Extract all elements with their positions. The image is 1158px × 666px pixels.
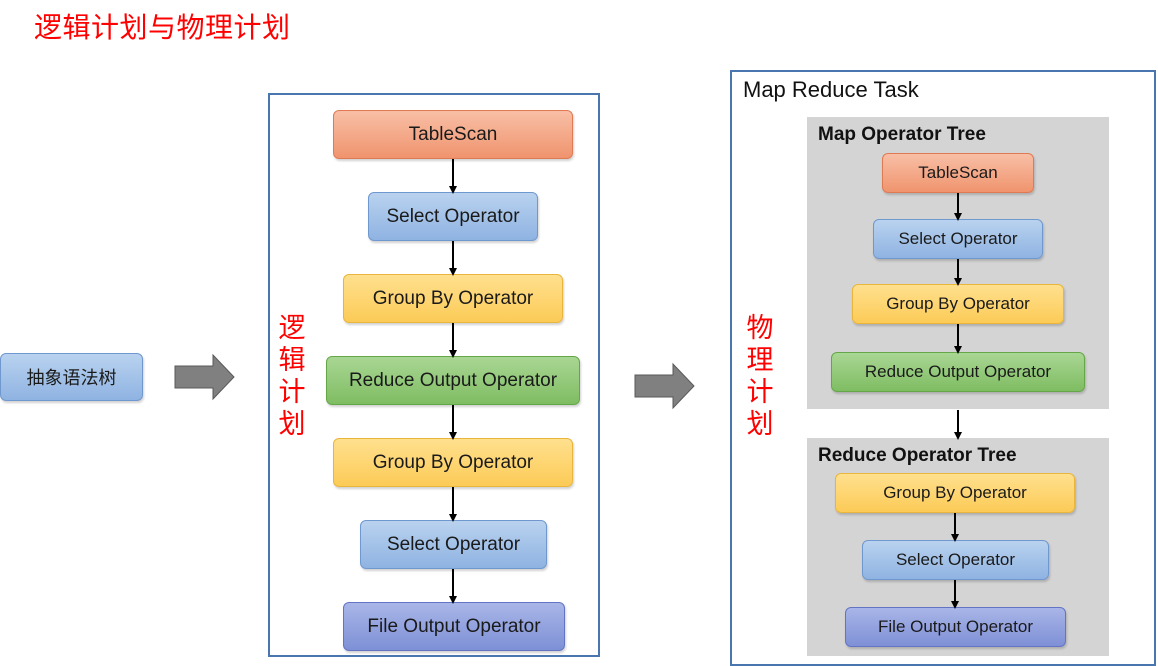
reduce-tree-title: Reduce Operator Tree (818, 445, 1017, 466)
node-label: Group By Operator (886, 294, 1030, 313)
reduce-node-file-output: File Output Operator (845, 607, 1066, 647)
map-tree-title: Map Operator Tree (818, 124, 986, 145)
map-node-reduce-output: Reduce Output Operator (831, 352, 1085, 392)
map-node-groupby: Group By Operator (852, 284, 1064, 324)
map-reduce-task-title: Map Reduce Task (743, 77, 919, 102)
map-node-tablescan: TableScan (882, 153, 1034, 193)
logical-plan-label: 逻辑计划 (278, 313, 306, 440)
node-label: File Output Operator (367, 615, 541, 637)
node-label: TableScan (918, 163, 998, 182)
ast-node: 抽象语法树 (0, 353, 143, 401)
node-label: Group By Operator (372, 451, 534, 473)
node-label: File Output Operator (878, 617, 1033, 636)
arrow-to-logical-icon (174, 353, 235, 401)
reduce-node-select: Select Operator (862, 540, 1049, 580)
node-label: Select Operator (386, 533, 521, 555)
node-label: TableScan (408, 123, 498, 145)
node-label: Group By Operator (372, 287, 534, 309)
node-label: Select Operator (386, 205, 520, 227)
reduce-node-groupby: Group By Operator (835, 473, 1075, 513)
logical-node-reduce-output: Reduce Output Operator (326, 356, 580, 405)
logical-node-file-output: File Output Operator (343, 602, 565, 651)
node-label: Reduce Output Operator (864, 362, 1052, 381)
arrow-to-physical-icon (634, 362, 695, 410)
physical-plan-label: 物理计划 (746, 313, 774, 440)
logical-node-groupby: Group By Operator (343, 274, 563, 323)
logical-node-select-2: Select Operator (360, 520, 547, 569)
node-label: Group By Operator (883, 483, 1027, 502)
page-title: 逻辑计划与物理计划 (34, 11, 291, 44)
node-label: Reduce Output Operator (348, 369, 558, 391)
map-node-select: Select Operator (873, 219, 1043, 259)
ast-node-label: 抽象语法树 (26, 368, 117, 388)
logical-node-select: Select Operator (368, 192, 538, 241)
logical-node-groupby-2: Group By Operator (333, 438, 573, 487)
node-label: Select Operator (895, 550, 1016, 569)
logical-node-tablescan: TableScan (333, 110, 573, 159)
node-label: Select Operator (898, 229, 1018, 248)
